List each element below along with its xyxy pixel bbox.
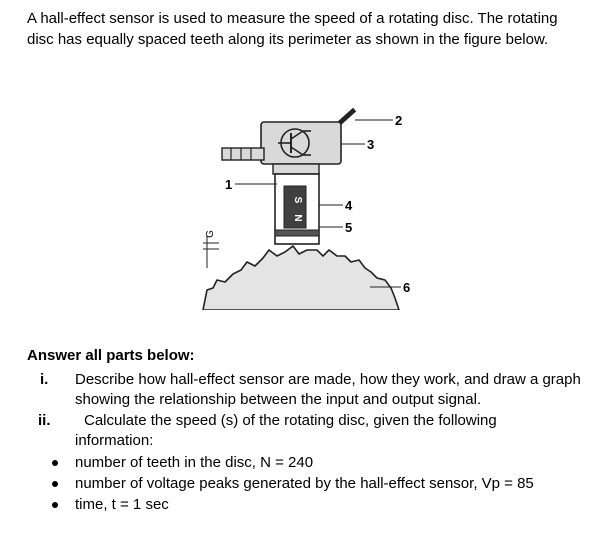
gap-label: G bbox=[205, 230, 216, 238]
sensor-neck bbox=[272, 163, 320, 175]
hall-element bbox=[274, 229, 320, 237]
list-item: number of teeth in the disc, N = 240 bbox=[50, 452, 534, 473]
magnet bbox=[283, 185, 307, 229]
question-marker-i: i. bbox=[40, 371, 49, 388]
hall-sensor-figure: S N G 1 2 3 4 5 6 bbox=[202, 107, 410, 310]
list-item: time, t = 1 sec bbox=[50, 494, 534, 515]
callout-1: 1 bbox=[225, 177, 232, 192]
sensor-housing bbox=[260, 121, 342, 165]
list-item: number of voltage peaks generated by the… bbox=[50, 473, 534, 494]
question-text-i: Describe how hall-effect sensor are made… bbox=[75, 371, 581, 408]
bullet-icon bbox=[52, 460, 58, 466]
bullet-icon bbox=[52, 502, 58, 508]
toothed-disc bbox=[202, 245, 400, 310]
magnet-n-label: N bbox=[292, 214, 303, 221]
bullet-icon bbox=[52, 481, 58, 487]
list-item-text: number of voltage peaks generated by the… bbox=[75, 475, 534, 492]
callout-5: 5 bbox=[345, 220, 352, 235]
transistor-icon bbox=[278, 128, 311, 158]
connector bbox=[221, 147, 265, 161]
intro-paragraph: A hall-effect sensor is used to measure … bbox=[27, 10, 558, 48]
callout-4: 4 bbox=[345, 198, 353, 213]
callout-3: 3 bbox=[367, 137, 374, 152]
given-information-list: number of teeth in the disc, N = 240 num… bbox=[50, 452, 534, 515]
callout-2: 2 bbox=[395, 113, 402, 128]
list-item-text: number of teeth in the disc, N = 240 bbox=[75, 454, 314, 471]
answer-heading: Answer all parts below: bbox=[27, 347, 195, 364]
list-item-text: time, t = 1 sec bbox=[75, 496, 169, 513]
question-marker-ii: ii. bbox=[38, 412, 51, 429]
callout-6: 6 bbox=[403, 280, 410, 295]
question-text-ii: Calculate the speed (s) of the rotating … bbox=[75, 412, 497, 449]
magnet-s-label: S bbox=[292, 197, 303, 204]
